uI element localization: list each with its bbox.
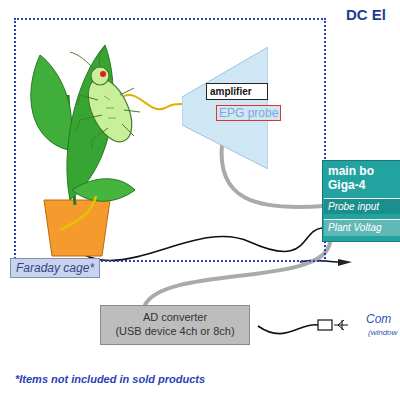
node-sublabel: Giga-4: [328, 178, 400, 192]
plant-voltage: Plant Voltag: [324, 219, 400, 236]
usb-symbol: [334, 320, 348, 330]
ad-converter: AD converter(USB device 4ch or 8ch): [100, 305, 250, 345]
node-label: Probe input: [328, 200, 400, 213]
probe-input: Probe input: [324, 198, 400, 214]
faraday-cage: Faraday cage*EPG probeamplifier: [14, 18, 326, 262]
main-board: main boGiga-4Probe inputPlant Voltag: [322, 160, 400, 242]
amplifier-box: amplifier: [206, 83, 268, 100]
alligator-clip: [338, 259, 352, 266]
device-label: (window: [368, 328, 397, 337]
usb-cable: [258, 325, 318, 334]
epg-probe: EPG probe amplifier: [182, 47, 281, 169]
node-label: amplifier: [210, 85, 264, 98]
node-label: main bo: [328, 164, 400, 178]
leaf: [31, 55, 72, 150]
soil-electrode: [60, 196, 96, 230]
usb-plug: [318, 320, 332, 330]
node-sublabel: (USB device 4ch or 8ch): [107, 324, 243, 338]
flower-pot: [44, 200, 110, 256]
gold-wire: [124, 95, 182, 109]
node-label: EPG probe: [216, 105, 281, 121]
node-label: AD converter: [107, 310, 243, 324]
footnote: *Items not included in sold products: [15, 373, 205, 385]
diagram-title: DC El: [346, 6, 386, 23]
device-label: Com: [366, 312, 391, 326]
leaf: [72, 179, 135, 202]
aphid: [70, 46, 141, 150]
cable: [145, 242, 330, 305]
node-label: Plant Voltag: [328, 221, 400, 234]
node-label: Faraday cage*: [10, 258, 100, 278]
